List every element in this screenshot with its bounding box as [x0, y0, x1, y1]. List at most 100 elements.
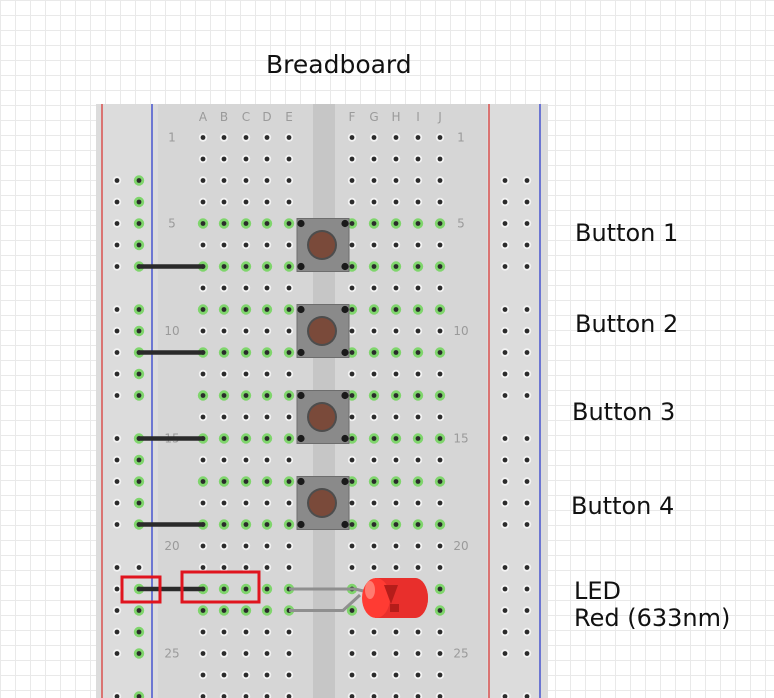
hole-center [200, 393, 206, 398]
hole-center [286, 479, 292, 484]
hole-center [371, 629, 377, 635]
row-number: 25 [164, 647, 179, 661]
hole-center [200, 479, 206, 484]
hole-center [243, 651, 249, 656]
hole-center [524, 199, 530, 205]
hole-center [437, 500, 443, 506]
hole-center [286, 393, 292, 398]
hole-center [243, 522, 249, 527]
hole-center [136, 608, 142, 613]
hole-center [502, 178, 508, 183]
hole-center [114, 328, 120, 334]
hole-center [502, 307, 508, 312]
row-number: 15 [453, 432, 468, 446]
hole-center [200, 156, 206, 162]
hole-center [349, 694, 355, 698]
hole-center [114, 436, 120, 441]
hole-center [221, 264, 227, 269]
hole-center [114, 608, 120, 613]
led-cathode-leg [289, 593, 362, 612]
hole-center [114, 479, 120, 484]
hole-center [393, 672, 399, 678]
hole-center [393, 307, 399, 312]
hole-center [136, 371, 142, 377]
hole-center [243, 694, 249, 698]
hole-center [437, 393, 443, 398]
hole-center [437, 586, 443, 592]
breadboard [96, 104, 548, 698]
hole-center [286, 156, 292, 162]
led-dome [362, 578, 390, 618]
hole-center [243, 436, 249, 441]
button-cap [309, 318, 335, 344]
hole-center [264, 371, 270, 377]
hole-center [114, 457, 120, 463]
hole-center [221, 285, 227, 291]
hole-center [264, 328, 270, 334]
breadboard-labels: ABCDEFGHIJ11551010151520202525 [164, 110, 468, 661]
hole-center [349, 328, 355, 334]
button-leg [297, 219, 305, 228]
hole-center [502, 608, 508, 613]
hole-center [415, 221, 421, 226]
hole-center [286, 307, 292, 312]
hole-center [524, 393, 530, 398]
hole-center [437, 221, 443, 226]
hole-center [349, 479, 355, 484]
hole-center [349, 651, 355, 656]
hole-center [221, 242, 227, 248]
button-cap [309, 490, 335, 516]
right-power-rail [487, 104, 548, 698]
hole-center [136, 393, 142, 398]
hole-center [243, 178, 249, 183]
hole-center [349, 285, 355, 291]
hole-center [221, 307, 227, 312]
button-3-label: Button 3 [572, 398, 676, 426]
hole-center [349, 672, 355, 678]
hole-center [437, 608, 443, 613]
hole-center [286, 543, 292, 549]
hole-center [221, 608, 227, 613]
hole-center [437, 436, 443, 441]
hole-center [415, 393, 421, 398]
hole-center [524, 586, 530, 592]
hole-center [200, 178, 206, 183]
hole-center [243, 672, 249, 678]
hole-center [221, 457, 227, 463]
hole-center [200, 285, 206, 291]
hole-center [371, 242, 377, 248]
hole-center [114, 350, 120, 355]
hole-center [286, 694, 292, 698]
hole-center [524, 629, 530, 635]
hole-center [371, 156, 377, 162]
hole-center [286, 328, 292, 334]
hole-center [286, 500, 292, 506]
hole-center [200, 500, 206, 506]
hole-center [437, 242, 443, 248]
push-button-1 [296, 218, 350, 272]
hole-center [437, 651, 443, 656]
button-leg [341, 219, 349, 228]
hole-center [114, 393, 120, 398]
hole-center [437, 285, 443, 291]
hole-center [114, 694, 120, 698]
hole-center [243, 135, 249, 140]
hole-center [286, 350, 292, 355]
hole-center [393, 694, 399, 698]
hole-center [286, 242, 292, 248]
hole-center [221, 586, 227, 592]
hole-center [243, 221, 249, 226]
hole-center [264, 522, 270, 527]
hole-center [415, 178, 421, 183]
hole-center [243, 629, 249, 635]
hole-center [502, 436, 508, 441]
column-letter: B [220, 110, 228, 124]
hole-center [415, 651, 421, 656]
button-leg [341, 305, 349, 314]
hole-center [371, 436, 377, 441]
hole-center [524, 522, 530, 527]
hole-center [243, 328, 249, 334]
led-post [390, 604, 399, 612]
hole-center [437, 307, 443, 312]
hole-center [437, 479, 443, 484]
